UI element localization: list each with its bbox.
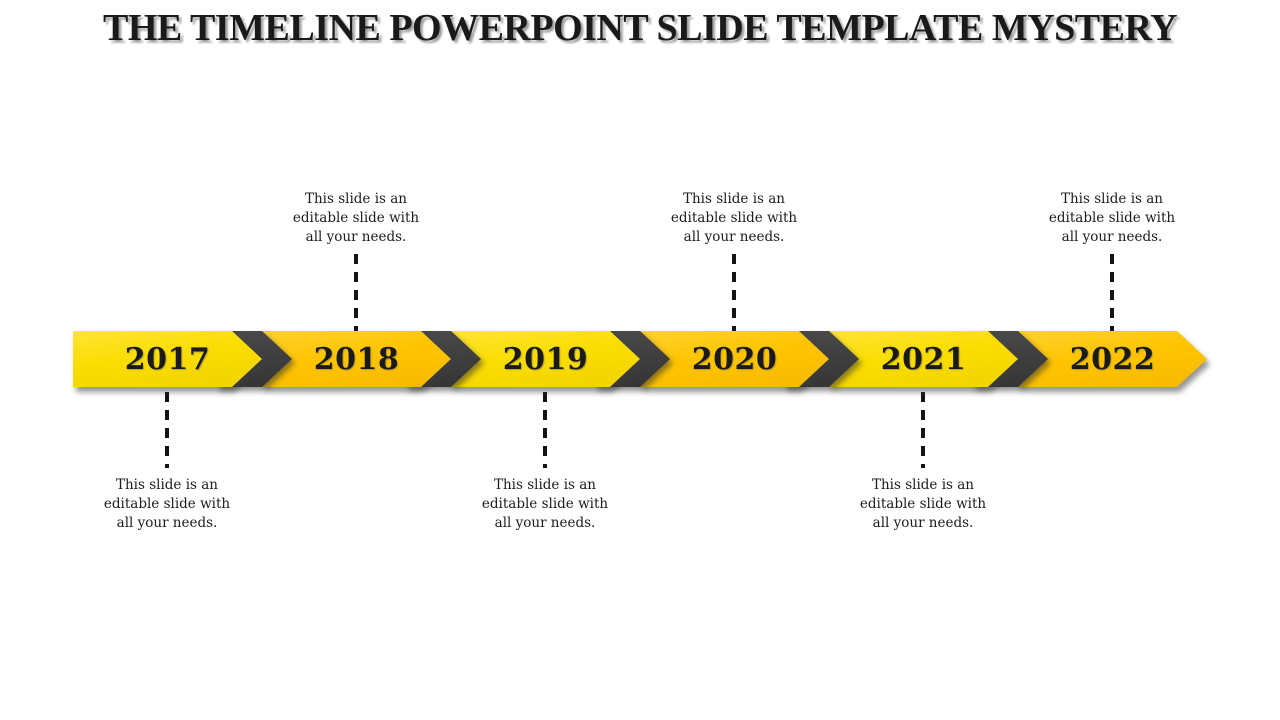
- caption-column-2020: This slide is an editable slide with all…: [649, 190, 819, 331]
- description-text: This slide is an editable slide with all…: [103, 477, 231, 531]
- arrow-band-shape: 2018: [262, 331, 451, 387]
- description-text: This slide is an editable slide with all…: [292, 191, 420, 245]
- slide-title: THE TIMELINE POWERPOINT SLIDE TEMPLATE M…: [102, 7, 1178, 49]
- caption-column-2018: This slide is an editable slide with all…: [271, 190, 441, 331]
- arrow-band-shape: 2022: [1018, 331, 1207, 387]
- year-label: 2019: [502, 341, 589, 377]
- timeline-segment-2022: 2022: [1018, 331, 1207, 387]
- year-label: 2017: [124, 341, 211, 377]
- year-label: 2018: [313, 341, 400, 377]
- description-text: This slide is an editable slide with all…: [670, 191, 798, 245]
- arrow-band-shape: 2020: [640, 331, 829, 387]
- caption-column-2021: This slide is an editable slide with all…: [838, 392, 1008, 533]
- year-label: 2020: [691, 341, 778, 377]
- connector-dashed-line: [732, 254, 736, 331]
- timeline-segment-2020: 2020: [640, 331, 829, 387]
- caption-column-2022: This slide is an editable slide with all…: [1027, 190, 1197, 331]
- arrow-band-shape: 2019: [451, 331, 640, 387]
- connector-dashed-line: [354, 254, 358, 331]
- caption-column-2017: This slide is an editable slide with all…: [82, 392, 252, 533]
- caption-column-2019: This slide is an editable slide with all…: [460, 392, 630, 533]
- year-label: 2021: [880, 341, 967, 377]
- description-text: This slide is an editable slide with all…: [859, 477, 987, 531]
- description-text: This slide is an editable slide with all…: [1048, 191, 1176, 245]
- arrow-band-shape: 2017: [73, 331, 262, 387]
- connector-dashed-line: [1110, 254, 1114, 331]
- connector-dashed-line: [921, 392, 925, 468]
- year-label: 2022: [1069, 341, 1156, 377]
- description-text: This slide is an editable slide with all…: [481, 477, 609, 531]
- timeline-segment-2017: 2017: [73, 331, 262, 387]
- connector-dashed-line: [165, 392, 169, 468]
- connector-dashed-line: [543, 392, 547, 468]
- arrow-band-shape: 2021: [829, 331, 1018, 387]
- timeline-segment-2021: 2021: [829, 331, 1018, 387]
- timeline-segment-2019: 2019: [451, 331, 640, 387]
- timeline-segment-2018: 2018: [262, 331, 451, 387]
